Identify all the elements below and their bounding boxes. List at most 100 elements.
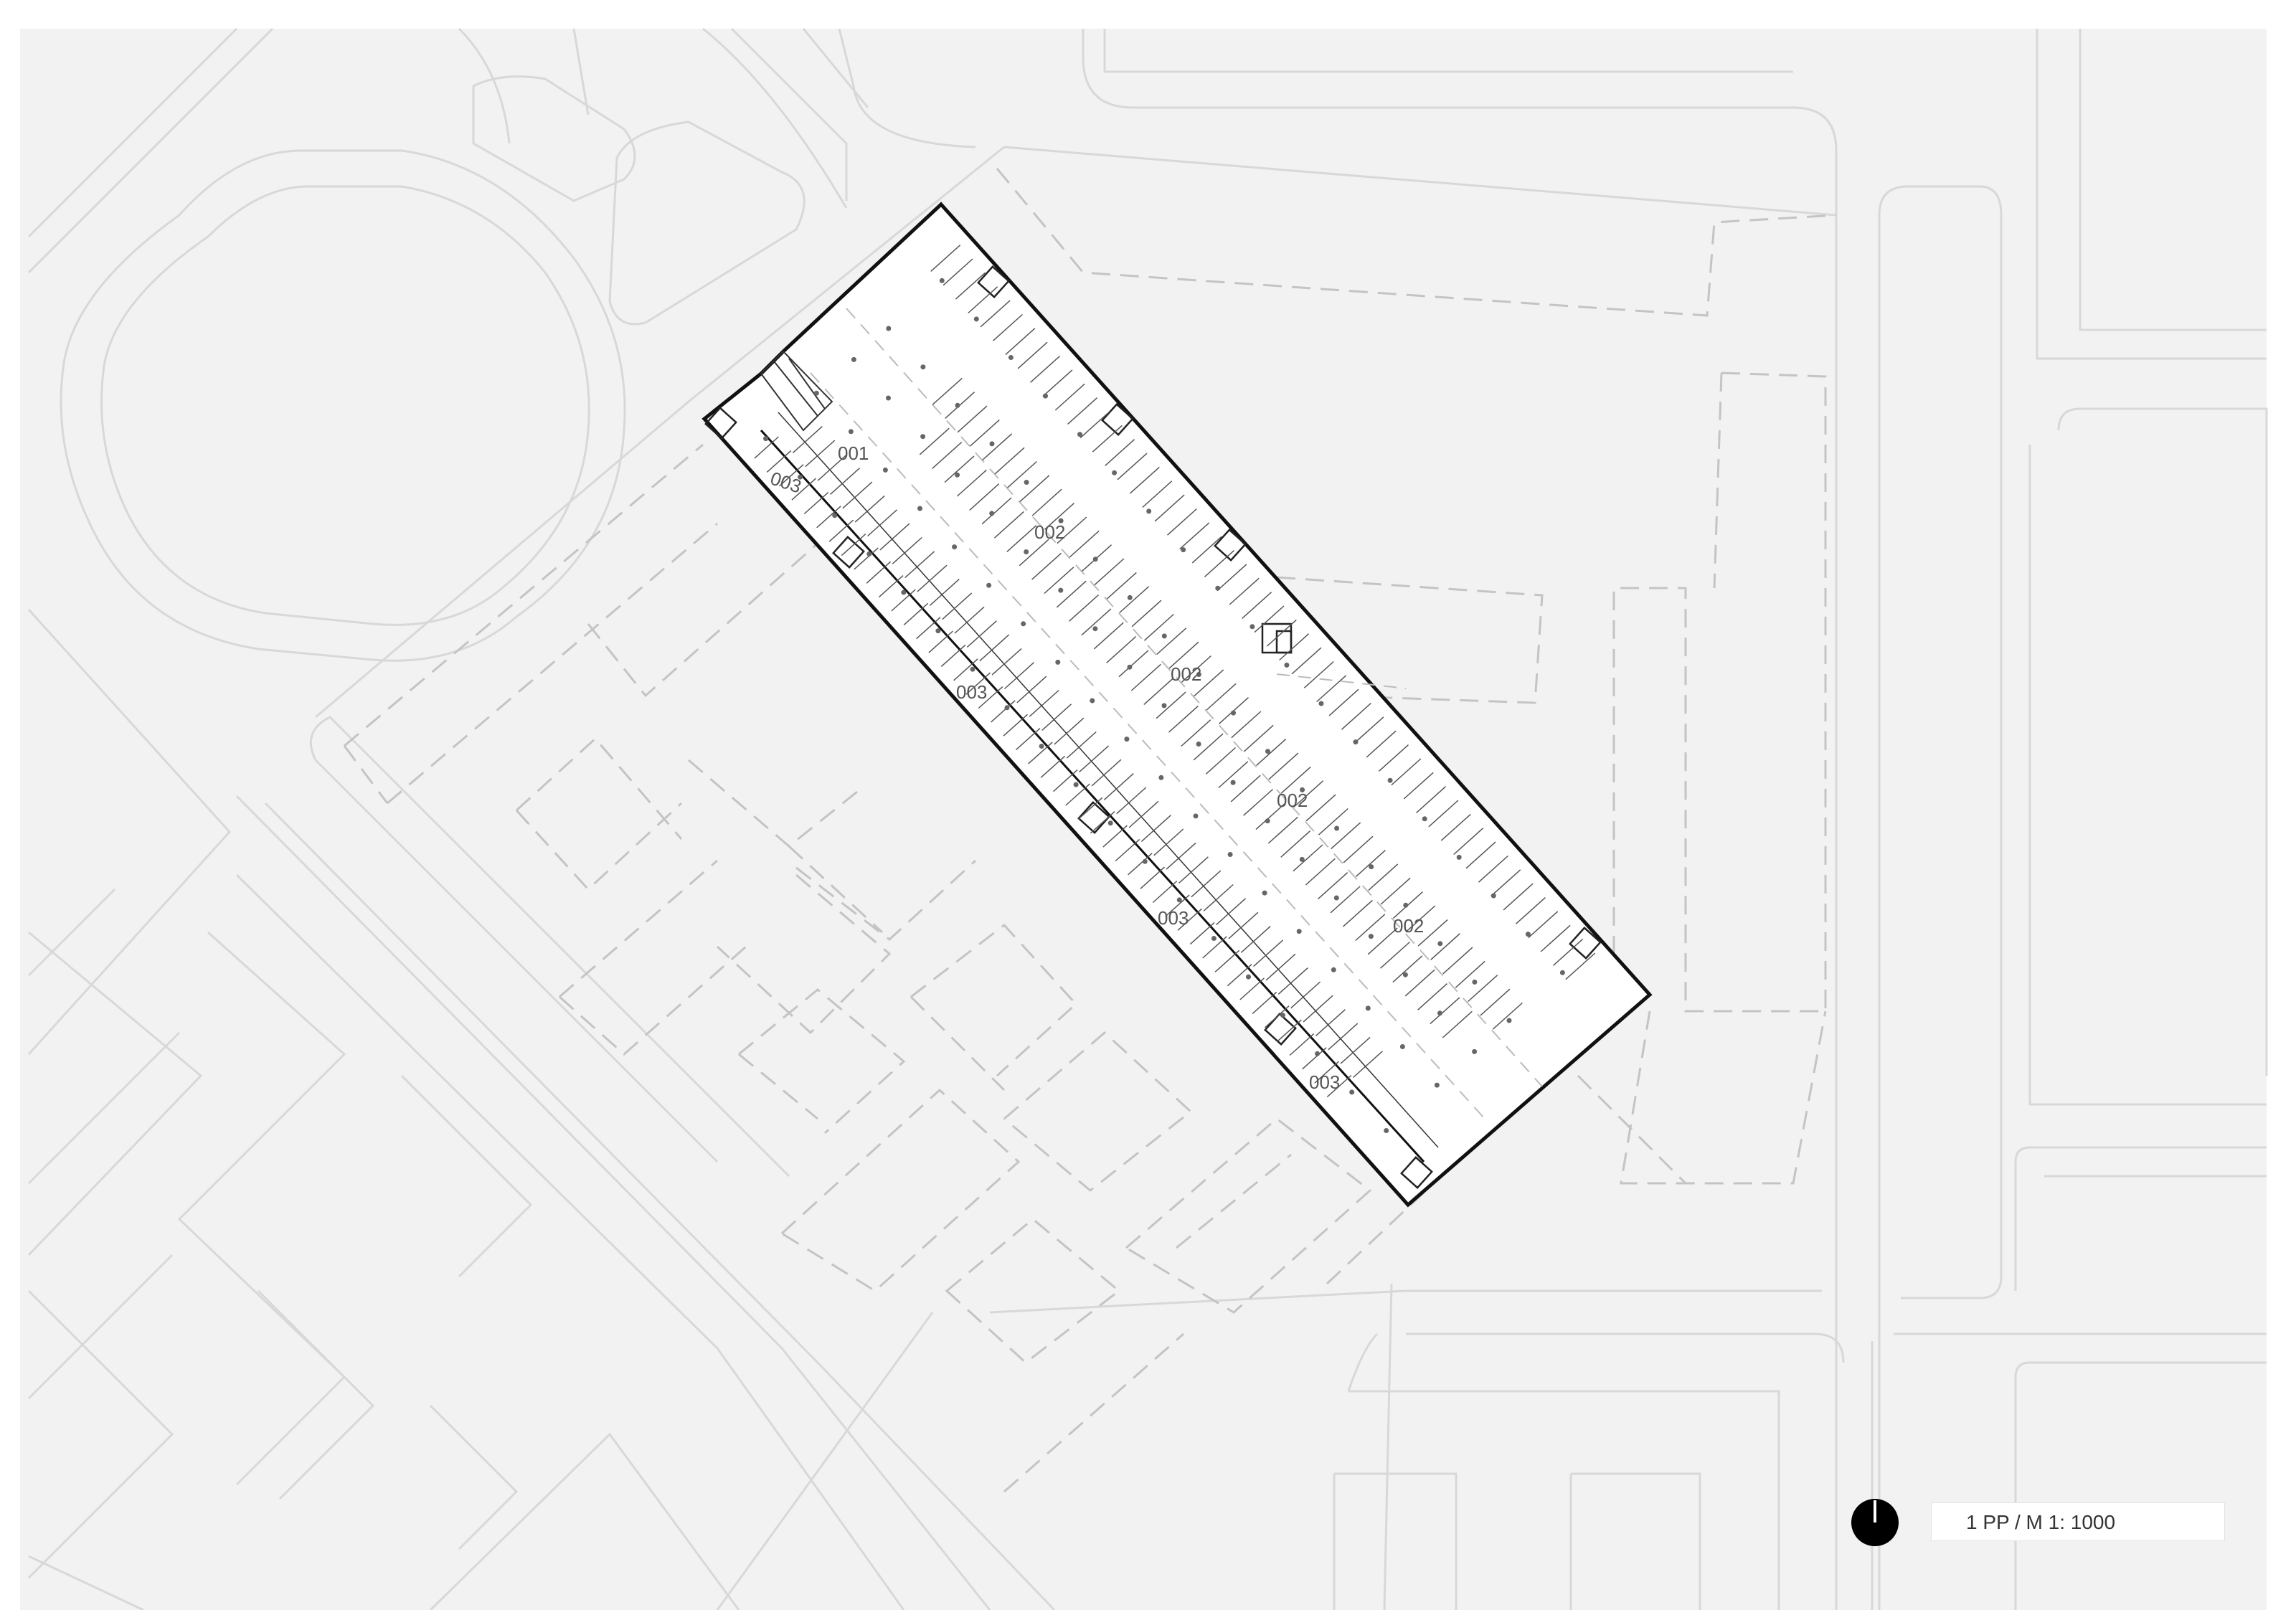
column bbox=[1077, 432, 1082, 437]
stall-line bbox=[1115, 838, 1140, 862]
stall-line bbox=[1143, 678, 1174, 705]
column bbox=[1073, 782, 1079, 787]
column bbox=[1146, 508, 1152, 514]
stall-line bbox=[1044, 503, 1075, 530]
stall-line bbox=[1069, 594, 1100, 622]
stall-line bbox=[1392, 955, 1423, 983]
stall-line bbox=[1202, 936, 1227, 959]
stall-line bbox=[1152, 880, 1178, 904]
column bbox=[763, 436, 769, 442]
column bbox=[1039, 744, 1044, 749]
column bbox=[1008, 355, 1014, 360]
stall-line bbox=[1106, 636, 1137, 663]
stall-line bbox=[1318, 808, 1348, 835]
stall-line bbox=[1289, 1033, 1315, 1056]
stall-line bbox=[1565, 952, 1596, 980]
stall-line bbox=[1342, 899, 1373, 927]
column bbox=[886, 395, 891, 401]
stall-line bbox=[1128, 800, 1159, 828]
corridor-wall bbox=[760, 429, 1425, 1163]
stall-line bbox=[1091, 759, 1122, 787]
stall-line bbox=[1265, 953, 1296, 981]
stall-line bbox=[1079, 745, 1110, 773]
stall-line bbox=[1314, 1061, 1339, 1084]
stall-line bbox=[1453, 828, 1484, 856]
context-dashed-blocks bbox=[343, 168, 1837, 1493]
stall-line bbox=[1166, 842, 1196, 870]
stall-line bbox=[1515, 897, 1546, 924]
column bbox=[798, 474, 803, 480]
column bbox=[1227, 852, 1233, 857]
stall-line bbox=[1417, 919, 1448, 947]
stall-line bbox=[1019, 475, 1050, 503]
stall-line bbox=[1468, 975, 1498, 1003]
stall-line bbox=[1140, 866, 1166, 889]
zone-label-002: 002 bbox=[1393, 915, 1424, 937]
stall-line bbox=[1181, 655, 1211, 683]
stall-line bbox=[1240, 926, 1271, 953]
column bbox=[1124, 737, 1130, 742]
stall-line bbox=[916, 617, 941, 640]
column bbox=[1024, 549, 1029, 554]
stall-line bbox=[1277, 967, 1308, 995]
column bbox=[1365, 1005, 1371, 1011]
stall-line bbox=[892, 536, 922, 564]
stall-line bbox=[1355, 850, 1386, 877]
stall-line bbox=[1117, 453, 1148, 480]
column bbox=[986, 582, 992, 588]
stall-line bbox=[1143, 613, 1174, 641]
stall-line bbox=[1214, 950, 1240, 972]
column bbox=[1456, 854, 1462, 860]
stall-line bbox=[969, 419, 1000, 447]
stall-line bbox=[1368, 863, 1399, 891]
column bbox=[1092, 626, 1098, 632]
stall-line bbox=[1092, 425, 1123, 453]
stall-line bbox=[816, 506, 841, 529]
stall-line bbox=[993, 511, 1024, 539]
stall-line bbox=[1303, 995, 1333, 1023]
column bbox=[1211, 936, 1216, 941]
stall-line bbox=[1177, 908, 1203, 931]
stall-line bbox=[1017, 341, 1048, 369]
stall-line bbox=[1028, 742, 1053, 764]
north-arrow-icon bbox=[1850, 1497, 1900, 1548]
stall-line bbox=[1029, 689, 1059, 717]
column bbox=[1368, 934, 1374, 939]
stall-line bbox=[766, 450, 792, 473]
column bbox=[1058, 518, 1064, 524]
stall-line bbox=[1153, 828, 1184, 856]
stall-line bbox=[1455, 960, 1485, 988]
stall-line bbox=[1189, 922, 1215, 945]
stall-line bbox=[1191, 536, 1222, 564]
stall-line bbox=[1552, 939, 1584, 966]
column bbox=[1176, 897, 1182, 903]
stall-line bbox=[1367, 927, 1398, 955]
zone-label-002: 002 bbox=[1171, 663, 1201, 685]
column bbox=[1265, 818, 1270, 824]
stall-line bbox=[1239, 977, 1265, 1000]
column bbox=[1043, 393, 1048, 399]
stall-line bbox=[969, 483, 1000, 511]
stall-line bbox=[1204, 550, 1235, 577]
stall-line bbox=[980, 300, 1011, 328]
stall-line bbox=[1181, 719, 1211, 747]
stall-line bbox=[1093, 622, 1124, 650]
column bbox=[1490, 893, 1496, 899]
zone-label-003: 003 bbox=[956, 681, 987, 703]
stall-line bbox=[891, 589, 916, 612]
zone-label-002: 002 bbox=[1034, 521, 1065, 543]
column bbox=[1353, 739, 1359, 745]
stall-line bbox=[1442, 1010, 1473, 1038]
stall-line bbox=[841, 533, 866, 557]
stall-line bbox=[1227, 964, 1252, 987]
stall-line bbox=[1428, 800, 1459, 828]
stall-line bbox=[1029, 356, 1061, 383]
column bbox=[920, 434, 926, 440]
stall-line bbox=[1503, 883, 1534, 911]
stall-line bbox=[1218, 761, 1249, 789]
column bbox=[955, 472, 960, 478]
stall-line bbox=[940, 644, 966, 667]
stall-line bbox=[867, 509, 898, 537]
column bbox=[917, 506, 922, 511]
